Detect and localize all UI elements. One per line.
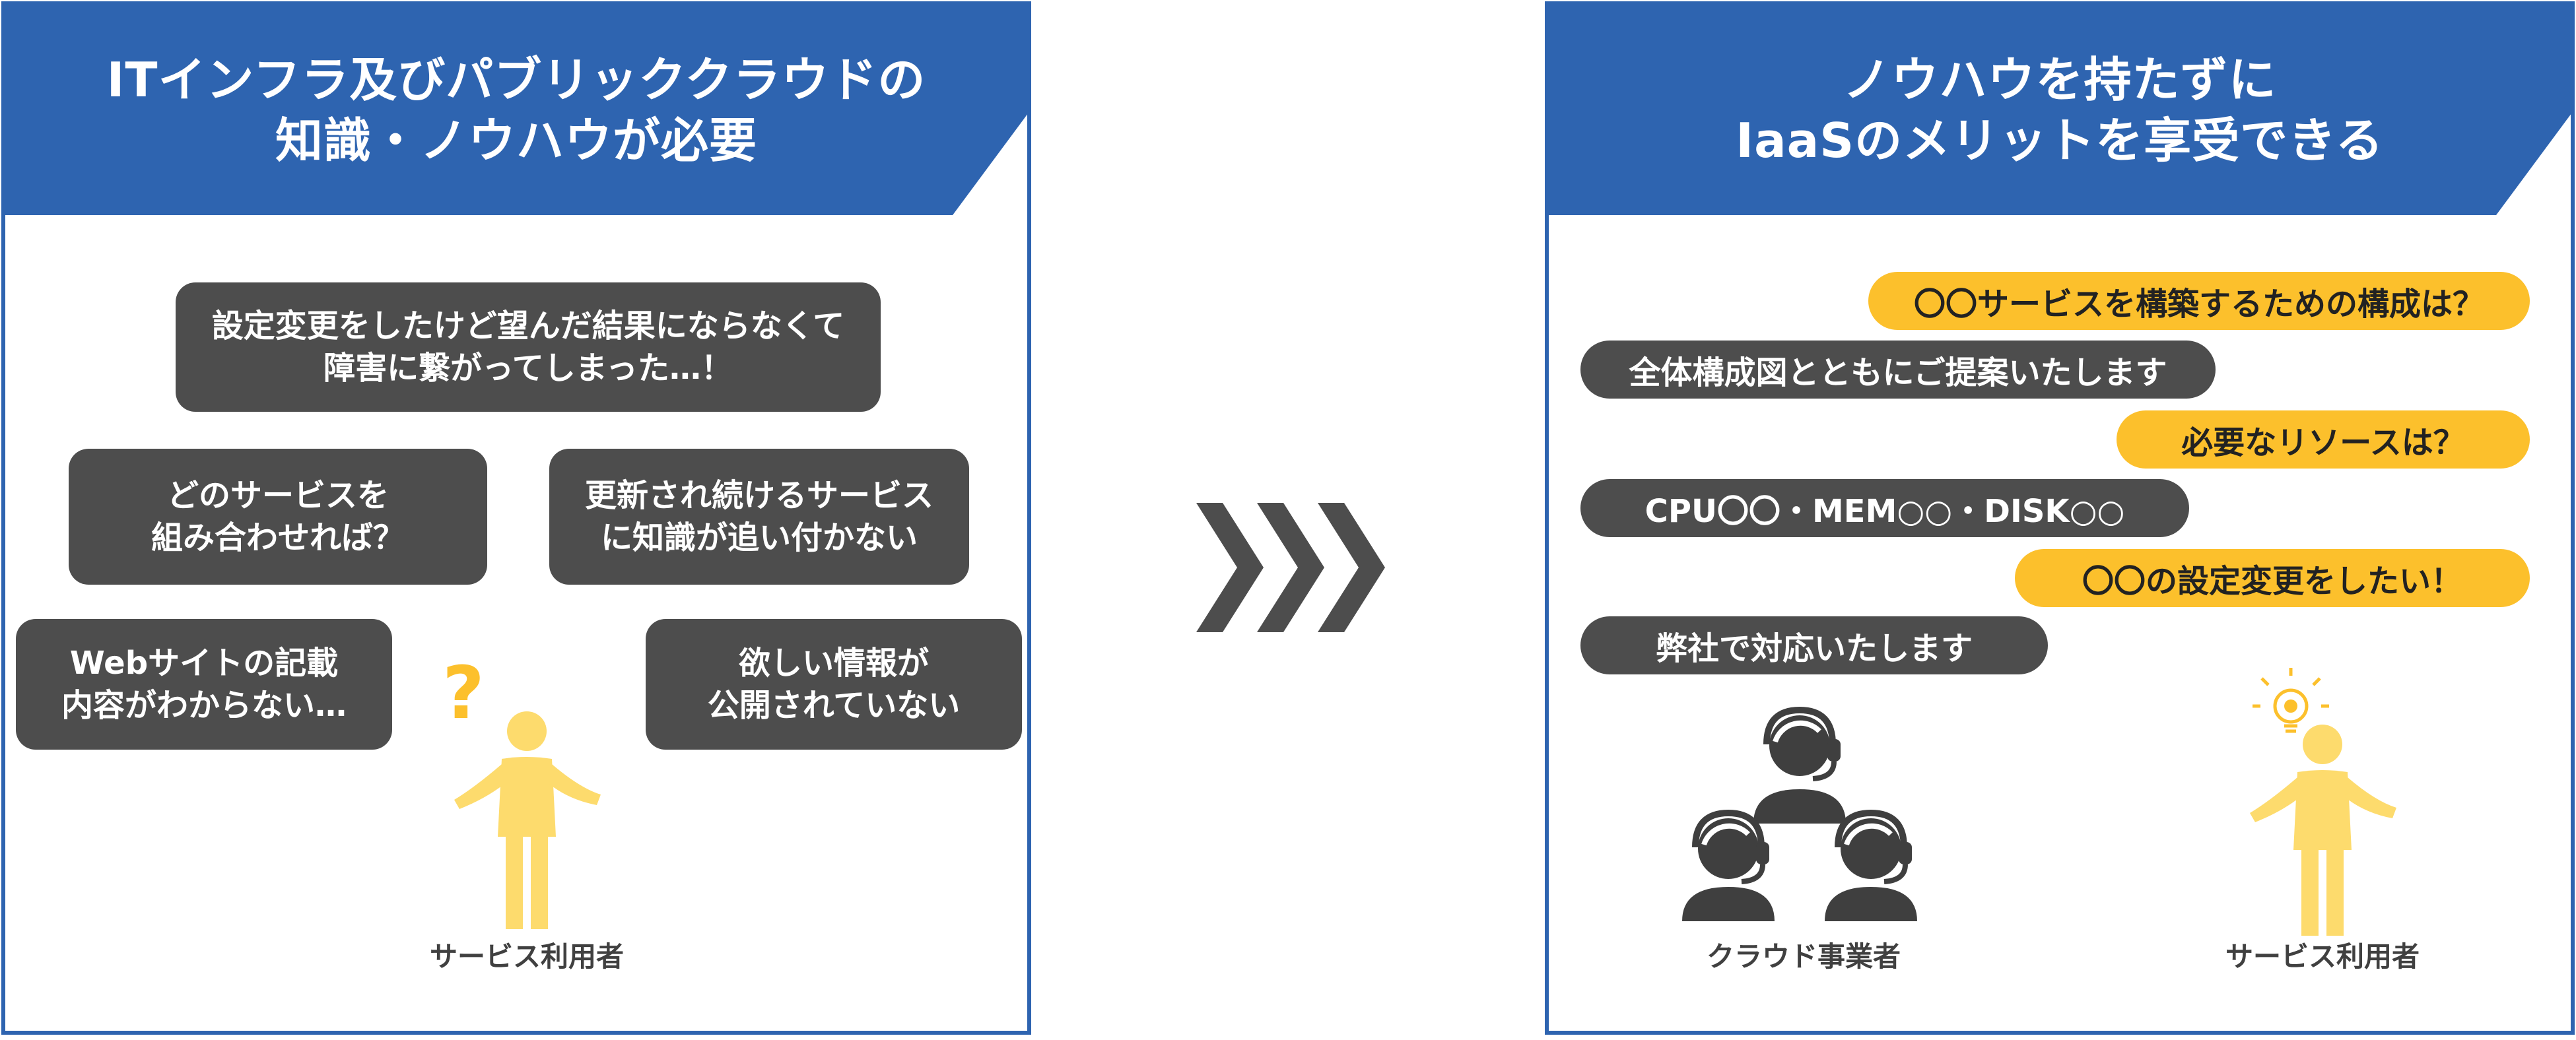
question-pill-configuration: 〇〇サービスを構築するための構成は？ xyxy=(1868,272,2530,330)
right-title-line2: IaaSのメリットを享受できる xyxy=(1736,113,2384,168)
answer-pill-resource-spec: CPU〇〇・MEM○○・DISK○○ xyxy=(1580,479,2189,537)
left-panel-header: ITインフラ及びパブリッククラウドの 知識・ノウハウが必要 xyxy=(5,5,1027,215)
answer-pill-proposal: 全体構成図とともにご提案いたします xyxy=(1580,341,2216,399)
support-team-icon xyxy=(1682,706,1917,921)
answer-pill-we-handle: 弊社で対応いたします xyxy=(1580,616,2048,674)
provider-label: クラウド事業者 xyxy=(1706,940,1901,973)
concern-bubble-config-change: 設定変更をしたけど望んだ結果にならなくて 障害に繋がってしまった…！ xyxy=(176,282,881,412)
left-user-label: サービス利用者 xyxy=(429,940,625,973)
confused-person-icon: ? xyxy=(442,659,601,929)
concern-bubble-knowledge-gap: 更新され続けるサービス に知識が追い付かない xyxy=(549,449,969,585)
left-panel: ITインフラ及びパブリッククラウドの 知識・ノウハウが必要 設定変更をしたけど望… xyxy=(1,1,1031,1035)
question-pill-resources: 必要なリソースは？ xyxy=(2117,410,2530,469)
concern-bubble-info-unpublished: 欲しい情報が 公開されていない xyxy=(646,619,1022,750)
left-title-line2: 知識・ノウハウが必要 xyxy=(275,113,757,168)
right-title-line1: ノウハウを持たずに xyxy=(1843,52,2277,108)
right-panel-header: ノウハウを持たずに IaaSのメリットを享受できる xyxy=(1549,5,2571,215)
concern-bubble-service-combination: どのサービスを 組み合わせれば？ xyxy=(69,449,487,585)
svg-text:?: ? xyxy=(442,659,485,735)
right-panel: ノウハウを持たずに IaaSのメリットを享受できる 〇〇サービスを構築するための… xyxy=(1545,1,2575,1035)
idea-person-icon xyxy=(2250,668,2396,936)
right-user-label: サービス利用者 xyxy=(2225,940,2420,973)
left-title-line1: ITインフラ及びパブリッククラウドの xyxy=(106,52,926,108)
triple-chevron-right-icon xyxy=(1196,503,1385,632)
concern-bubble-website-unclear: Webサイトの記載 内容がわからない… xyxy=(16,619,392,750)
question-pill-config-change: 〇〇の設定変更をしたい！ xyxy=(2015,549,2530,607)
